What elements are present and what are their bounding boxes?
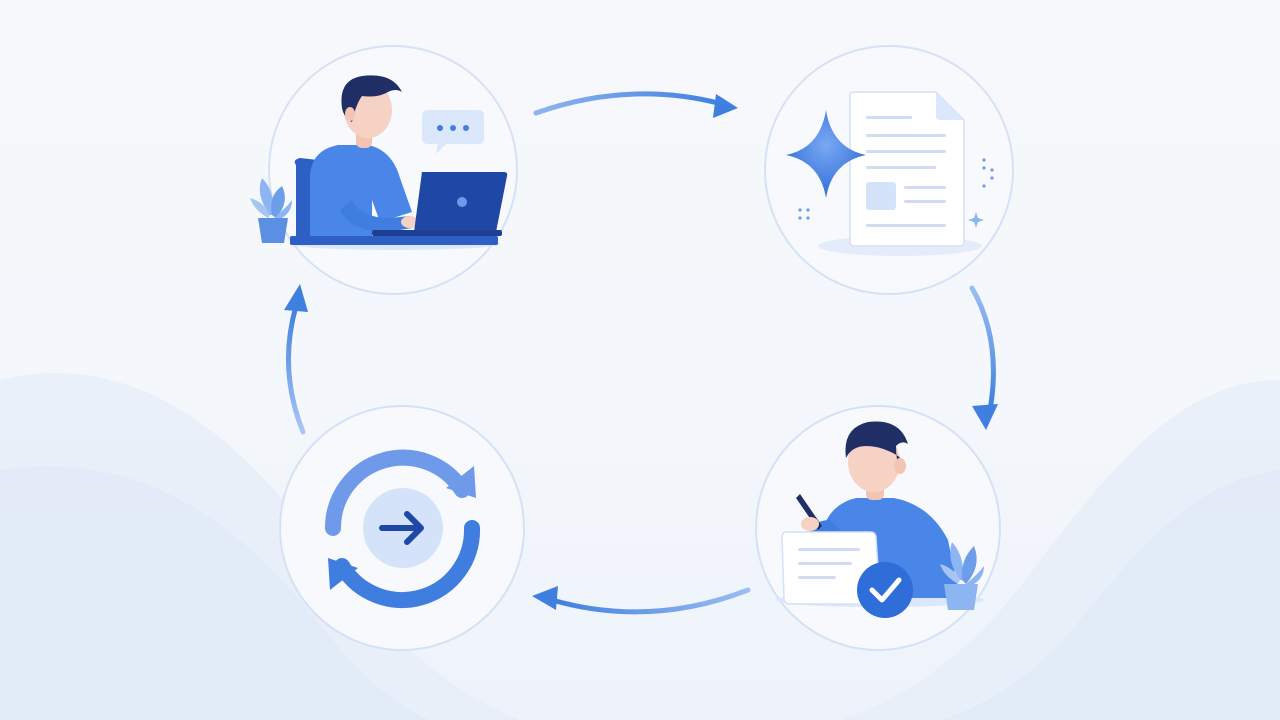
step-iterate: [279, 405, 525, 651]
person-writing-icon: [776, 421, 984, 607]
arrow-step3-to-step4: [549, 587, 751, 615]
checkmark-badge-icon: [857, 562, 913, 618]
refresh-cycle-icon: [324, 449, 481, 608]
plant-icon: [940, 542, 984, 610]
plant-icon: [250, 178, 292, 243]
arrow-step4-to-step1: [285, 303, 306, 435]
arrow-step3-to-step4-head: [532, 586, 558, 610]
arrow-step1-to-step2: [533, 91, 725, 116]
arrow-step4-to-step1-head: [284, 284, 308, 312]
decorative-dots: [798, 158, 994, 228]
arrow-step2-to-step3: [969, 285, 996, 413]
step-ai-document: [764, 45, 1014, 295]
background-waves: [0, 372, 1280, 720]
step-user-request: [250, 45, 518, 295]
step-review-approve: [755, 405, 1001, 651]
arrow-step2-to-step3-head: [972, 404, 998, 430]
arrow-right-icon: [379, 511, 424, 545]
person-at-laptop-icon: [290, 75, 508, 250]
sparkle-icon: [786, 110, 866, 198]
cycle-arrows: [284, 91, 998, 615]
arrow-step1-to-step2-head: [713, 94, 738, 118]
document-icon: [818, 91, 982, 256]
